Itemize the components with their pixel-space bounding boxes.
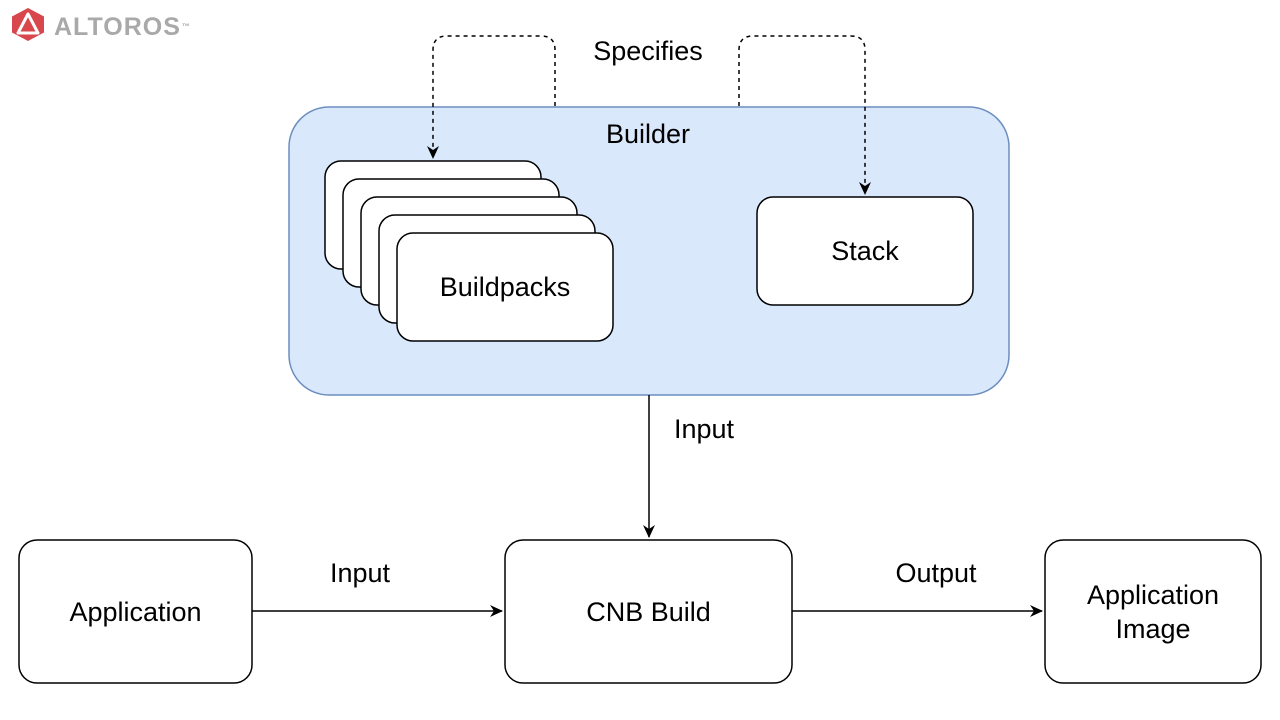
application-image-label: Application Image (1086, 579, 1220, 644)
specifies-arrow-stack (738, 35, 871, 195)
application-image-box (1044, 539, 1262, 684)
altoros-hexagon-icon (12, 8, 44, 41)
stack-label: Stack (831, 236, 899, 266)
altoros-logo: ALTOROS™ (8, 6, 230, 42)
specifies-label: Specifies (593, 36, 703, 66)
logo-wordmark: ALTOROS™ (54, 12, 190, 42)
buildpacks-stack (324, 160, 614, 342)
buildpacks-box (396, 232, 614, 342)
application-label: Application (69, 596, 202, 627)
builder-to-build-label: Input (673, 414, 735, 444)
logo-name: ALTOROS (54, 13, 181, 41)
cnb-build-label: CNB Build (586, 596, 711, 627)
build-to-image-label: Output (895, 558, 977, 588)
application-to-build-label: Input (329, 558, 391, 588)
stack-box (756, 196, 974, 306)
logo-trademark: ™ (181, 22, 190, 31)
buildpacks-label: Buildpacks (439, 272, 571, 302)
builder-label: Builder (605, 119, 691, 149)
